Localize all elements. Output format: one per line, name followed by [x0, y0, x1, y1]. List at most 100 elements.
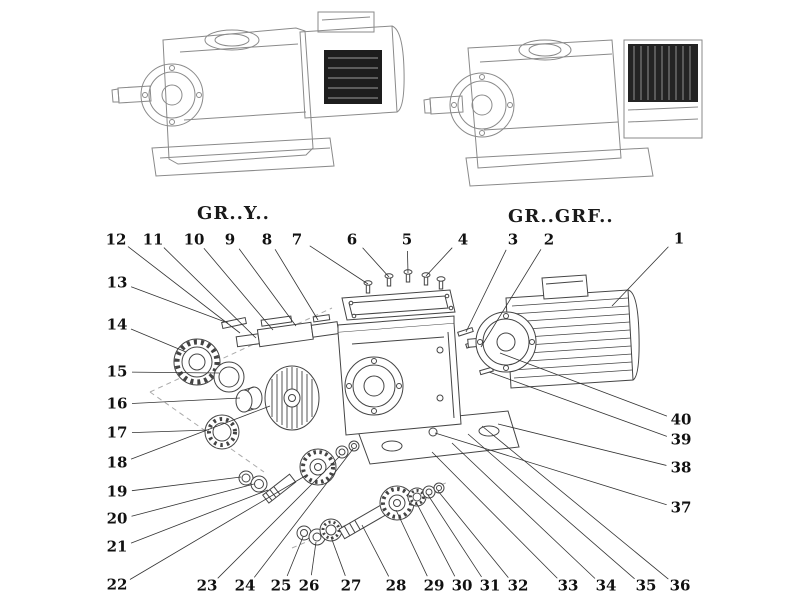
oil-seal	[213, 361, 245, 393]
callout-19: 19	[106, 482, 128, 501]
callout-2: 2	[543, 230, 555, 249]
leader-line-33	[431, 451, 558, 579]
callout-21: 21	[106, 537, 128, 556]
assembled-view-gr-grf	[423, 39, 703, 187]
leader-line-9	[238, 248, 297, 327]
gear-housing	[337, 315, 520, 465]
output-gear-cluster	[379, 482, 445, 521]
retaining-rings-upper	[335, 440, 360, 459]
callout-7: 7	[291, 230, 303, 249]
retaining-rings-mid	[238, 470, 268, 493]
callout-23: 23	[196, 576, 218, 595]
leader-line-26	[310, 541, 317, 576]
callout-40: 40	[670, 410, 692, 429]
leader-line-27	[330, 536, 346, 576]
callout-15: 15	[106, 362, 128, 381]
callout-31: 31	[479, 576, 501, 595]
assembled-view-gr-y	[111, 11, 405, 177]
leader-line-25	[286, 536, 304, 577]
callout-25: 25	[270, 576, 292, 595]
leader-line-6	[362, 247, 390, 278]
leader-line-24	[253, 448, 354, 578]
leader-line-23	[217, 455, 341, 579]
callout-30: 30	[451, 576, 473, 595]
callout-32: 32	[507, 576, 529, 595]
leader-line-14	[130, 328, 187, 353]
leader-line-18	[130, 405, 271, 460]
callout-22: 22	[106, 575, 128, 594]
leader-line-1	[611, 246, 669, 307]
leader-line-11	[163, 247, 257, 339]
leader-line-17	[131, 429, 210, 434]
callout-14: 14	[106, 315, 128, 334]
callout-13: 13	[106, 273, 128, 292]
brake-motor-fins-dark	[628, 44, 698, 102]
leader-line-13	[130, 286, 229, 324]
bearing-input	[204, 414, 240, 450]
callout-4: 4	[457, 230, 469, 249]
motor	[467, 274, 640, 389]
callout-20: 20	[106, 509, 128, 528]
callout-33: 33	[557, 576, 579, 595]
output-washers-bearing	[296, 518, 343, 546]
callout-18: 18	[106, 453, 128, 472]
leader-line-38	[497, 423, 667, 466]
callout-12: 12	[105, 230, 127, 249]
leader-line-19	[131, 476, 242, 492]
spacer-bushing	[235, 386, 263, 413]
leader-line-36	[481, 425, 669, 580]
leader-line-21	[130, 489, 269, 544]
leader-line-40	[499, 352, 668, 417]
callout-17: 17	[106, 423, 128, 442]
callout-8: 8	[261, 230, 273, 249]
leader-line-30	[415, 501, 456, 577]
leader-line-8	[274, 249, 319, 321]
callout-39: 39	[670, 430, 692, 449]
callout-35: 35	[635, 576, 657, 595]
leader-line-31	[427, 494, 482, 578]
callout-10: 10	[183, 230, 205, 249]
ring-gear	[173, 338, 221, 386]
callout-27: 27	[340, 576, 362, 595]
leader-line-22	[129, 475, 306, 580]
callout-24: 24	[234, 576, 256, 595]
shaft-key	[221, 316, 247, 330]
leader-line-15	[131, 371, 220, 374]
callout-3: 3	[507, 230, 519, 249]
leader-line-34	[451, 442, 596, 579]
leader-line-16	[131, 397, 241, 404]
leader-line-2	[480, 249, 542, 348]
leader-line-39	[488, 371, 667, 437]
leader-line-10	[203, 248, 274, 331]
callout-5: 5	[401, 230, 413, 249]
leader-line-12	[127, 246, 241, 334]
leader-line-37	[434, 432, 667, 506]
callout-6: 6	[346, 230, 358, 249]
motor-fins-dark	[324, 50, 382, 104]
helical-gear-large	[264, 365, 320, 431]
callout-11: 11	[142, 230, 164, 249]
callout-26: 26	[298, 576, 320, 595]
callout-37: 37	[670, 498, 692, 517]
gear-intermediate	[299, 448, 337, 486]
variant-label-gr-grf: GR..GRF..	[508, 206, 614, 227]
leader-line-32	[437, 490, 509, 578]
callout-9: 9	[224, 230, 236, 249]
callout-29: 29	[423, 576, 445, 595]
leader-line-35	[467, 433, 635, 580]
exploded-view	[149, 269, 640, 549]
leader-line-20	[131, 483, 255, 517]
callout-36: 36	[669, 576, 691, 595]
callout-1: 1	[673, 229, 685, 248]
callout-16: 16	[106, 394, 128, 413]
leader-line-4	[425, 247, 453, 277]
leader-line-29	[395, 509, 428, 577]
leader-line-5	[407, 250, 409, 274]
callout-38: 38	[670, 458, 692, 477]
leader-line-28	[361, 524, 390, 577]
leader-line-3	[465, 249, 507, 333]
housing-cover	[341, 289, 456, 321]
